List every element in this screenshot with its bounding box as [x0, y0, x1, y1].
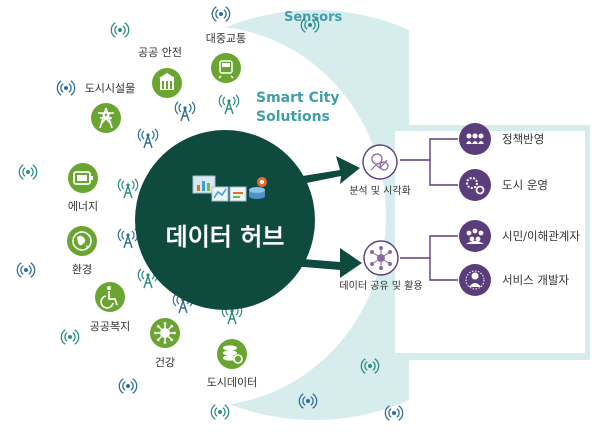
outer-sensors: [16, 6, 404, 421]
globe-icon: [72, 231, 92, 251]
data-hub: [135, 130, 315, 310]
sensor-icon: [18, 164, 38, 180]
antenna-tower-icon: [117, 178, 139, 199]
output-label: 시민/이해관계자: [502, 229, 580, 243]
output-node[interactable]: 서비스 개발자: [459, 264, 570, 296]
antenna-tower-icon: [218, 94, 240, 115]
output-circle: [459, 169, 491, 201]
train-icon: [218, 60, 234, 79]
category-node[interactable]: 건강: [150, 318, 180, 369]
category-node[interactable]: 환경: [67, 226, 97, 276]
output-panel: [395, 131, 585, 353]
category-label: 에너지: [68, 200, 98, 213]
category-label: 공공복지: [90, 320, 130, 333]
sensor-icon: [16, 262, 36, 278]
category-label: 환경: [72, 263, 92, 276]
output-circle: [459, 123, 491, 155]
battery-icon: [73, 171, 93, 185]
category-node[interactable]: 도시시설물: [85, 82, 136, 133]
sensor-icon: [210, 404, 230, 420]
category-node[interactable]: 공공 안전: [138, 46, 182, 98]
category-node[interactable]: 에너지: [68, 163, 98, 213]
output-label: 정책반영: [502, 132, 544, 146]
sensor-icon: [60, 329, 80, 345]
share-network-icon: [370, 246, 392, 270]
sensor-icon: [298, 393, 318, 409]
output-node[interactable]: 도시 운영: [459, 169, 548, 201]
developer-icon: [465, 270, 485, 290]
sensor-icon: [118, 378, 138, 394]
sensor-icon: [211, 6, 231, 22]
category-label: 도시데이터: [207, 376, 258, 389]
output-label: 도시 운영: [502, 178, 548, 192]
category-label: 대중교통: [206, 32, 246, 45]
category-node[interactable]: 도시데이터: [207, 339, 258, 389]
antenna-tower-icon: [117, 228, 139, 249]
output-circle: [459, 220, 491, 252]
sensor-icon: [56, 80, 76, 96]
category-node[interactable]: 대중교통: [206, 32, 246, 83]
process-node[interactable]: 분석 및 시각화: [349, 144, 411, 197]
process-node[interactable]: 데이터 공유 및 활용: [339, 240, 423, 292]
antenna-tower-icon: [137, 128, 159, 149]
process-label: 분석 및 시각화: [349, 185, 411, 197]
output-circle: [459, 264, 491, 296]
output-node[interactable]: 정책반영: [459, 123, 544, 155]
gear-person-icon: [466, 177, 485, 195]
sensor-icon: [360, 358, 380, 374]
building-icon: [159, 73, 175, 90]
sensor-icon: [300, 17, 320, 33]
category-label: 공공 안전: [138, 46, 182, 59]
output-label: 서비스 개발자: [502, 273, 570, 287]
sensor-icon: [110, 22, 130, 38]
category-label: 도시시설물: [85, 82, 136, 95]
smart-city-label-line2: Solutions: [256, 109, 330, 125]
process-circle: [362, 144, 398, 180]
people-group-icon: [466, 133, 484, 144]
crowd-icon: [466, 228, 484, 244]
category-circle: [211, 53, 241, 83]
virus-icon: [154, 322, 176, 344]
smart-city-label-line1: Smart City: [256, 90, 339, 106]
sensors-label: Sensors: [284, 10, 343, 25]
output-node[interactable]: 시민/이해관계자: [459, 220, 580, 252]
analysis-gears-icon: [370, 153, 389, 171]
arrow-to-sharing: [290, 248, 362, 278]
category-label: 건강: [155, 356, 175, 369]
sensor-icon: [384, 405, 404, 421]
process-label: 데이터 공유 및 활용: [339, 279, 422, 292]
database-icon: [223, 345, 243, 364]
antenna-tower-icon: [174, 101, 196, 122]
power-tower-icon: [98, 107, 114, 129]
process-connectors: [400, 138, 458, 281]
arrow-to-analysis: [290, 156, 360, 186]
hub-dashboard-icon: [192, 175, 267, 202]
wheelchair-icon: [100, 286, 118, 309]
category-node[interactable]: 공공복지: [90, 282, 130, 333]
hub-title: 데이터 허브: [166, 223, 285, 251]
